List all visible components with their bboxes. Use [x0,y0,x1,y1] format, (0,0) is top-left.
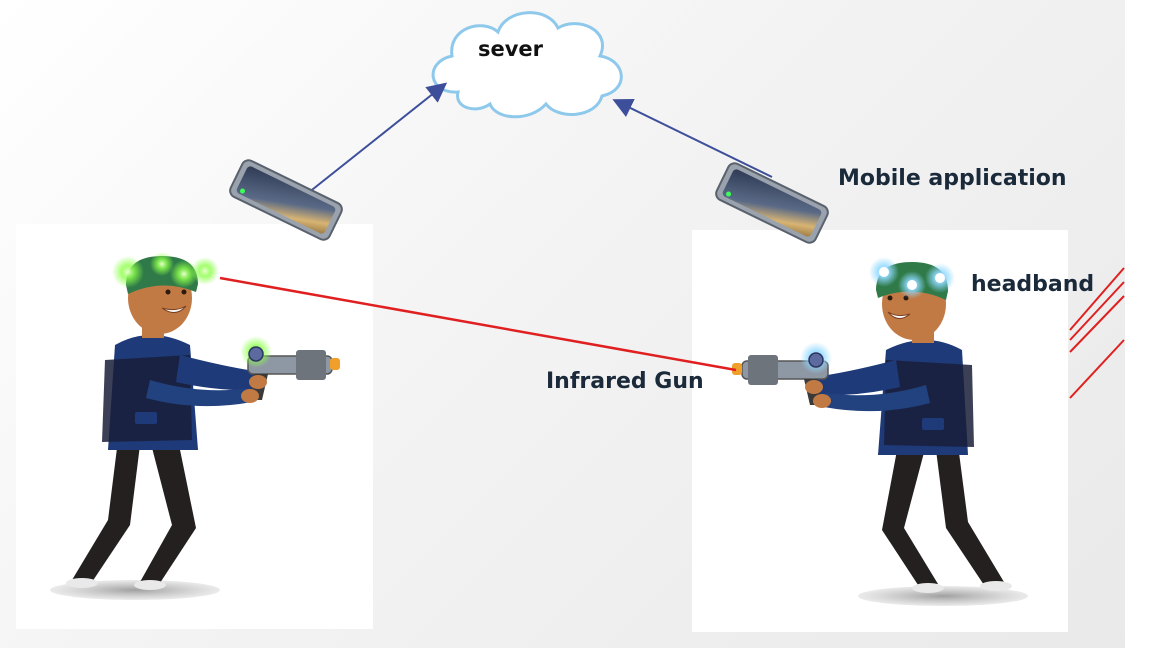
cloud-icon [431,11,623,119]
right-smartphone-icon [715,162,829,244]
right-phone-to-server-arrow [612,99,773,178]
left-player-icon [50,252,340,600]
right-player-icon [732,257,1028,606]
right-infrared-gun-icon [732,342,832,405]
mobile-application-label: Mobile application [838,166,1067,191]
decorative-stripes [1069,267,1125,399]
infrared-gun-label: Infrared Gun [546,369,704,394]
left-phone-to-server-arrow [302,82,448,198]
right-edge-strip [1125,0,1152,648]
left-smartphone-icon [229,159,343,241]
headband-label: headband [971,272,1095,297]
infrared-beam [219,276,737,372]
server-label: sever [478,37,544,61]
